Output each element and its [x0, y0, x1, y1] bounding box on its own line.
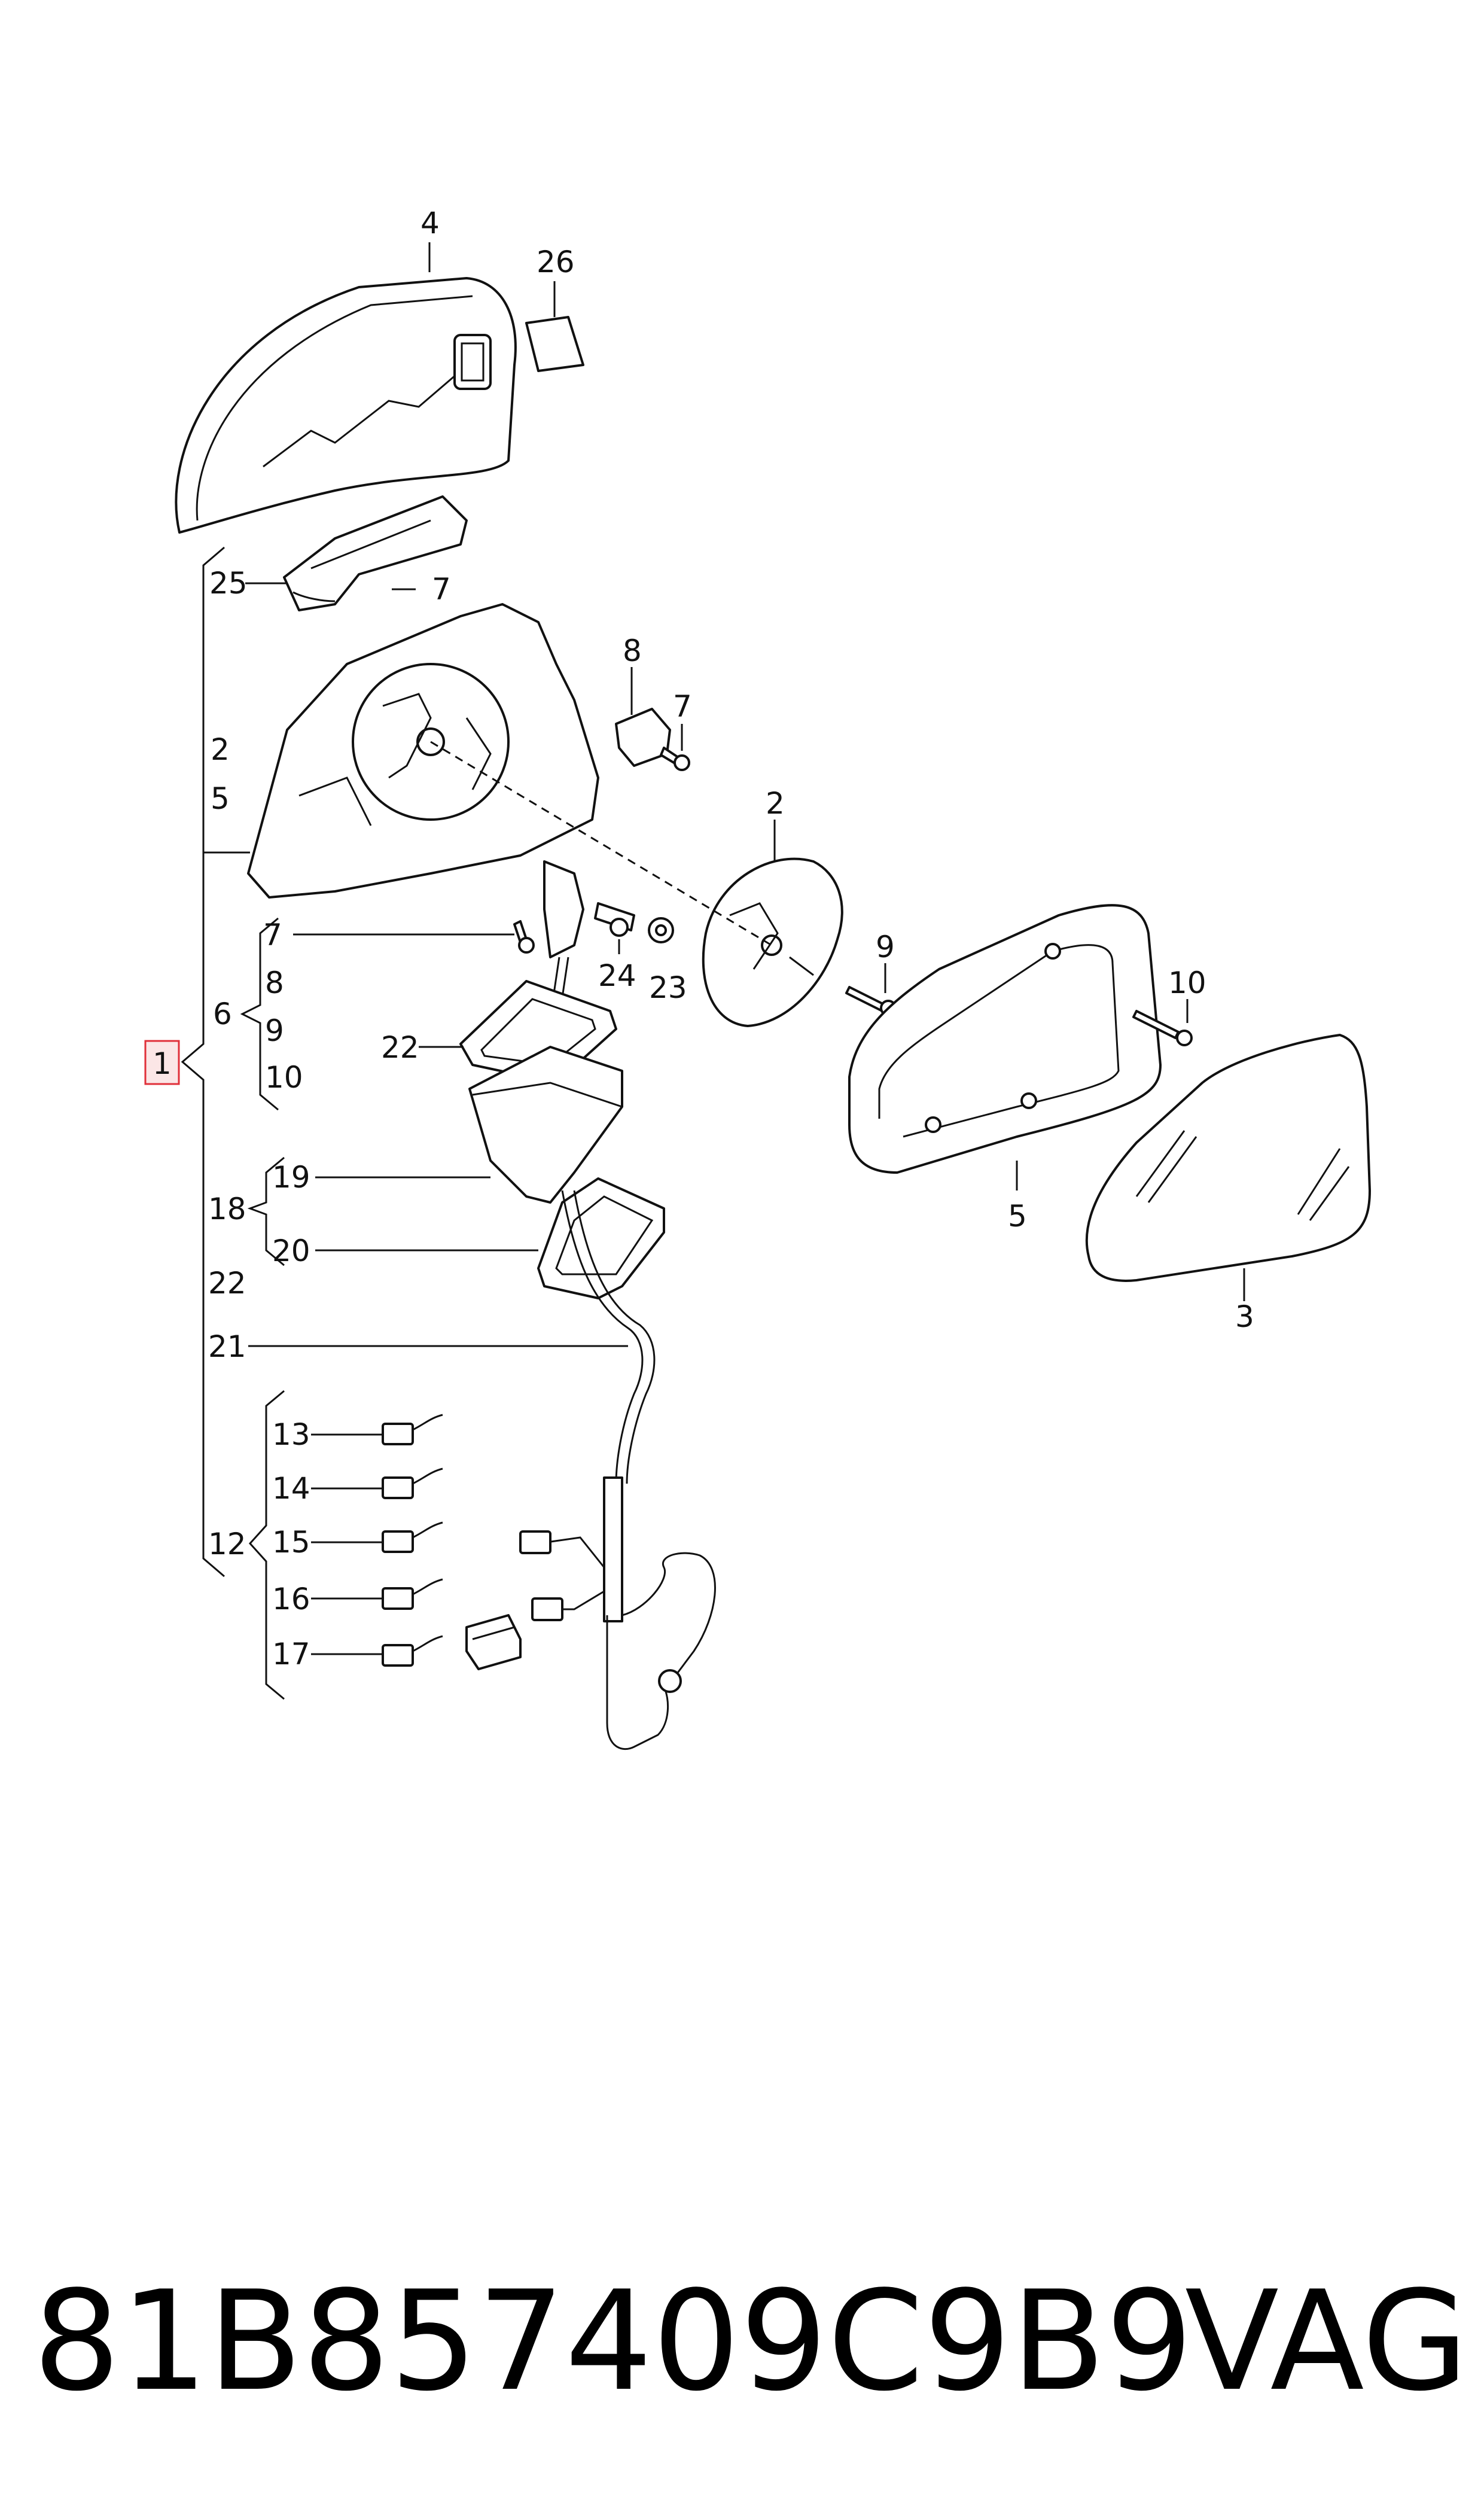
- bracket-main: [181, 546, 225, 1578]
- label-7c: 7: [263, 918, 282, 952]
- label-24: 24: [598, 958, 636, 993]
- label-14: 14: [272, 1471, 310, 1506]
- label-13: 13: [272, 1417, 310, 1452]
- label-8b: 8: [265, 966, 284, 1000]
- label-21: 21: [208, 1329, 246, 1364]
- label-10b: 10: [1168, 966, 1206, 1000]
- label-26: 26: [537, 245, 575, 279]
- connector-harness-2: [531, 1597, 563, 1621]
- screw-7c: [513, 920, 535, 954]
- connector-16: [382, 1578, 443, 1610]
- label-7b: 7: [673, 689, 692, 724]
- bracket-6: [240, 917, 279, 1111]
- label-7a: 7: [432, 572, 451, 607]
- footer: 81B857409C9B9 VAG: [33, 2264, 1468, 2420]
- indicator-housing: [283, 495, 468, 611]
- connector-harness-1: [519, 1530, 551, 1554]
- label-20: 20: [272, 1234, 310, 1268]
- label-1: 1: [153, 1046, 172, 1081]
- label-22b: 22: [208, 1266, 246, 1301]
- label-10c: 10: [265, 1060, 303, 1095]
- part-number: 81B857409C9B9: [33, 2262, 1193, 2422]
- label-9b: 9: [876, 930, 895, 964]
- label-5b: 5: [1008, 1199, 1027, 1234]
- label-16: 16: [272, 1582, 310, 1616]
- label-8: 8: [623, 634, 642, 668]
- foot-cover: [468, 1046, 623, 1204]
- label-3: 3: [1235, 1299, 1254, 1334]
- label-17: 17: [272, 1637, 310, 1671]
- screw-7b: [660, 747, 690, 771]
- label-6: 6: [213, 997, 232, 1031]
- label-18: 18: [208, 1192, 246, 1226]
- label-22a: 22: [381, 1030, 419, 1065]
- label-9c: 9: [265, 1013, 284, 1048]
- connector-13: [382, 1414, 443, 1445]
- mirror-glass-carrier: [848, 904, 1162, 1174]
- label-19: 19: [272, 1160, 310, 1195]
- washer-23: [648, 917, 674, 943]
- brand: VAG: [1184, 2262, 1468, 2422]
- adjuster-motor: [615, 708, 671, 767]
- label-12: 12: [208, 1527, 246, 1561]
- bolt-24: [594, 902, 635, 937]
- cover-piece: [525, 316, 584, 372]
- highlight-box-1: [144, 1040, 180, 1085]
- label-23: 23: [649, 970, 687, 1005]
- mirror-glass: [1085, 1034, 1371, 1282]
- label-2b: 2: [766, 786, 785, 821]
- mirror-housing-base: [247, 603, 599, 899]
- screw-10: [1132, 1010, 1193, 1046]
- switch-block: [465, 1614, 522, 1670]
- callout-labels: 4 26 25 7 8 7 2 5 2 9 10 7 24 23 6 8 9 1…: [153, 206, 1254, 1671]
- label-15: 15: [272, 1525, 310, 1560]
- bracket-12: [248, 1390, 285, 1700]
- label-5a: 5: [211, 781, 230, 816]
- mirror-cap: [175, 277, 517, 534]
- connector-14: [382, 1467, 443, 1499]
- label-4: 4: [420, 206, 440, 240]
- label-2a: 2: [211, 732, 230, 767]
- connector-15: [382, 1521, 443, 1553]
- label-25: 25: [209, 566, 248, 601]
- mounting-plate: [702, 857, 843, 1027]
- bracket-18: [247, 1156, 285, 1266]
- connector-17: [382, 1635, 443, 1667]
- leader-lines: [203, 242, 1245, 1655]
